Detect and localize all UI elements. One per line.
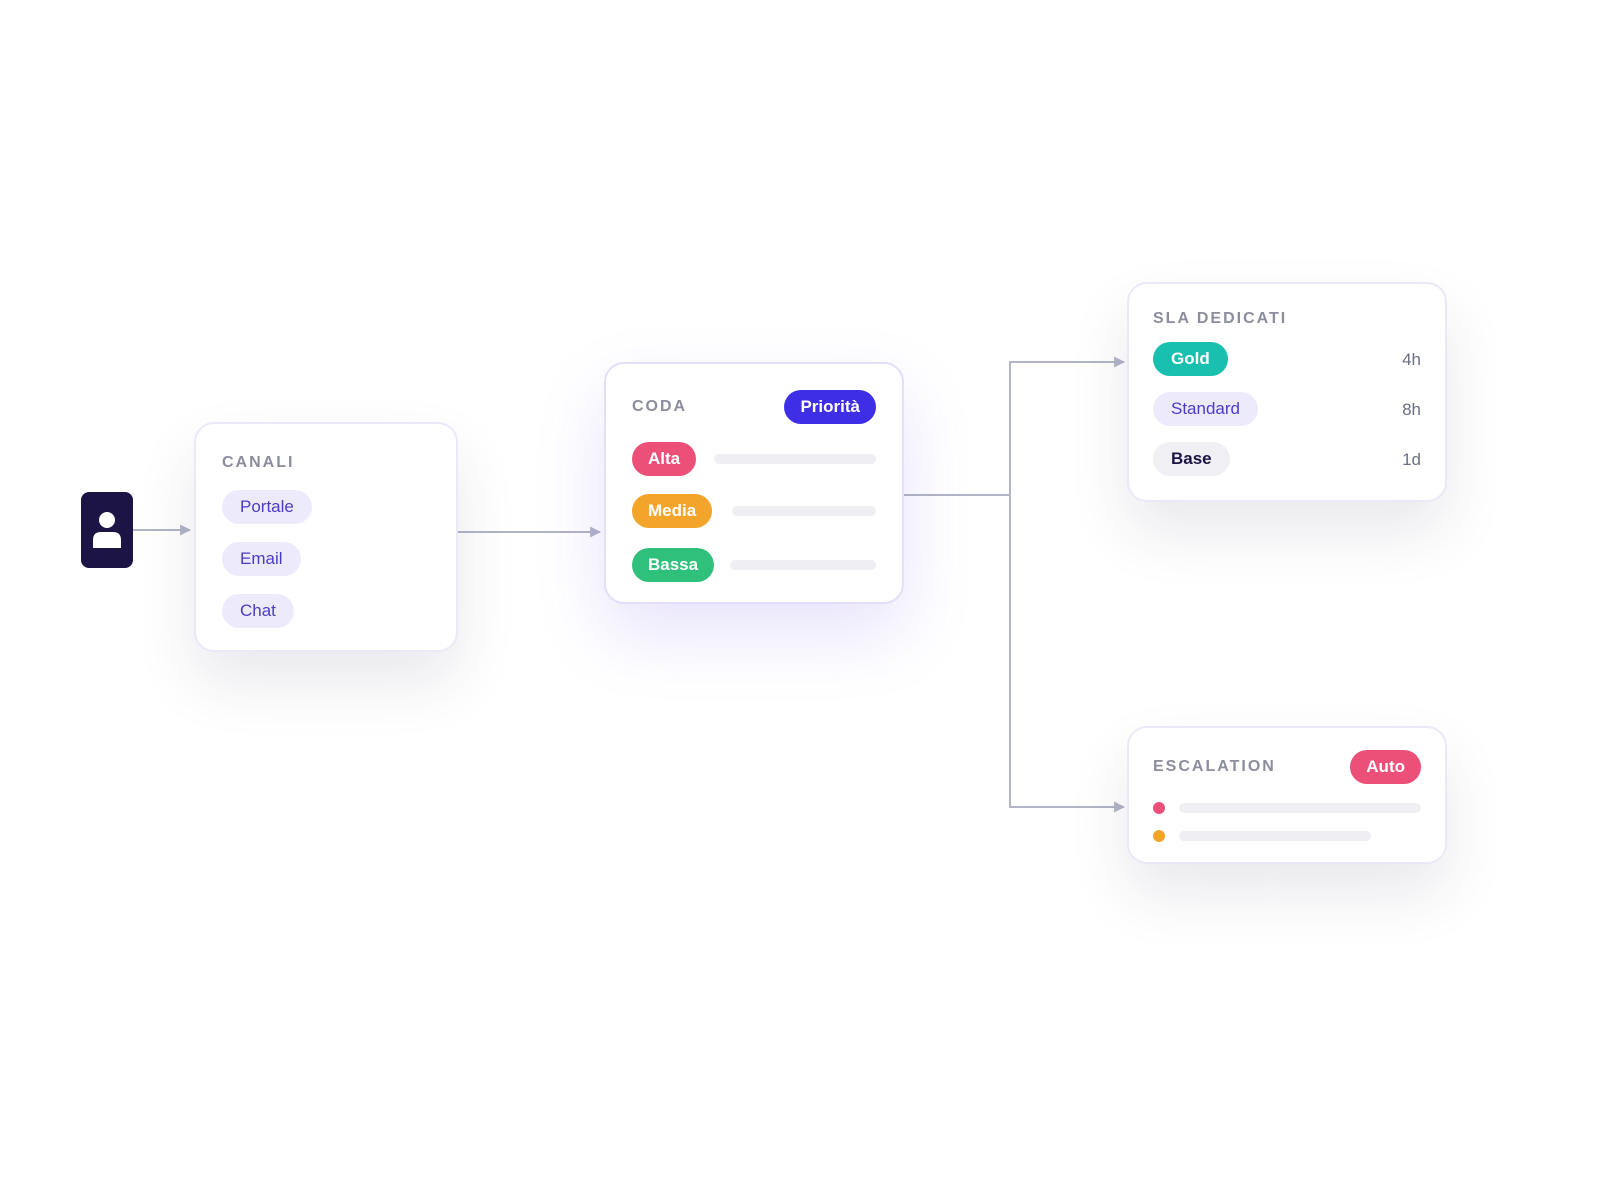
channel-email[interactable]: Email	[222, 542, 301, 576]
sla-gold-time: 4h	[1402, 350, 1421, 369]
priority-alta-bar	[714, 454, 876, 464]
sla-standard-time: 8h	[1402, 400, 1421, 419]
canali-card: CANALI Portale Email Chat	[194, 422, 458, 652]
connector-split-to-escalation	[1009, 495, 1126, 813]
user-icon	[93, 512, 121, 548]
escalation-title: ESCALATION	[1153, 758, 1276, 775]
escalation-auto-badge[interactable]: Auto	[1350, 750, 1421, 784]
priority-bassa-bar	[730, 560, 876, 570]
sla-tier-standard[interactable]: Standard	[1153, 392, 1258, 426]
escalation-card: ESCALATION Auto	[1127, 726, 1447, 864]
channel-chat[interactable]: Chat	[222, 594, 294, 628]
coda-card: CODA Priorità Alta Media Bassa	[604, 362, 904, 604]
sla-base-time: 1d	[1402, 450, 1421, 469]
sla-card: SLA DEDICATI Gold 4h Standard 8h Base 1d	[1127, 282, 1447, 502]
connector-split-to-sla	[1009, 356, 1126, 495]
sla-title: SLA DEDICATI	[1153, 310, 1288, 327]
escalation-dot-orange	[1153, 830, 1165, 842]
coda-title: CODA	[632, 398, 688, 415]
sla-tier-gold[interactable]: Gold	[1153, 342, 1228, 376]
priority-media[interactable]: Media	[632, 494, 713, 528]
canali-title: CANALI	[222, 454, 295, 471]
priority-alta[interactable]: Alta	[632, 442, 697, 476]
user-node	[81, 492, 133, 568]
escalation-dot-red	[1153, 802, 1165, 814]
channel-portale[interactable]: Portale	[222, 490, 312, 524]
priority-media-bar	[732, 506, 876, 516]
priority-badge[interactable]: Priorità	[784, 390, 876, 424]
sla-tier-base[interactable]: Base	[1153, 442, 1230, 476]
escalation-bar-1	[1179, 803, 1421, 813]
escalation-bar-2	[1179, 831, 1371, 841]
priority-bassa[interactable]: Bassa	[632, 548, 715, 582]
